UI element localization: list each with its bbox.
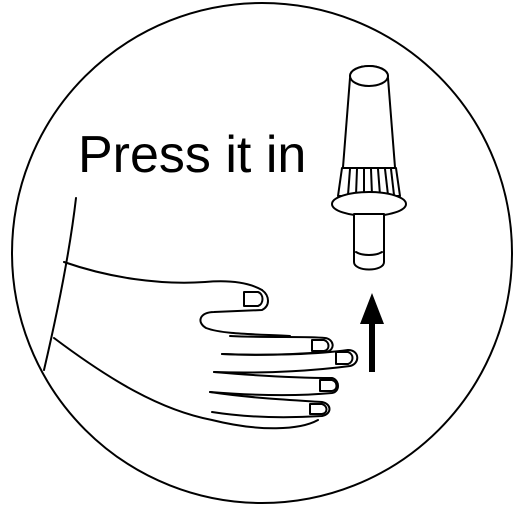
- lancet-body: [342, 78, 396, 180]
- finger-ring-nail: [320, 380, 337, 391]
- arm-upper-edge: [44, 198, 76, 370]
- up-arrow-icon: [360, 293, 384, 372]
- lancet-flange: [332, 192, 406, 216]
- finger-little-nail: [310, 404, 327, 414]
- lancet-stem: [354, 214, 384, 270]
- instruction-text: Press it in: [78, 129, 306, 181]
- up-arrow-head: [360, 293, 384, 324]
- thumb: [200, 290, 290, 336]
- finger-middle-nail: [336, 352, 353, 364]
- finger-index-nail: [312, 340, 329, 351]
- lancet-cap-top-face: [350, 66, 388, 86]
- arm-top-edge: [64, 262, 262, 290]
- hand: [44, 198, 357, 428]
- finger-ring: [210, 372, 338, 395]
- thumb-nail: [244, 292, 263, 306]
- arm-lower-edge: [54, 338, 318, 428]
- lancet-device: [332, 66, 406, 270]
- finger-index: [222, 336, 333, 355]
